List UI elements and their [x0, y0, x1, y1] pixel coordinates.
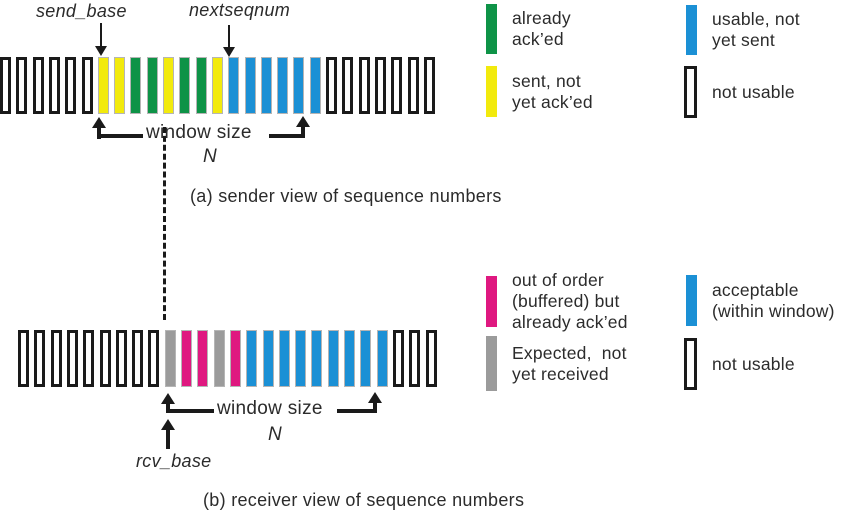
legend-label-not-usable-receiver: not usable: [712, 353, 795, 374]
seq-bar-not-usable: [83, 330, 95, 387]
legend-label-sent-not-acked: sent, not yet ack’ed: [512, 70, 593, 112]
receiver-window-size-label: window size: [217, 398, 323, 419]
receiver-window-n-label: N: [268, 424, 283, 445]
seq-bar-already-acked: [146, 57, 158, 114]
legend-swatch-usable-not-sent: [686, 5, 697, 55]
seq-bar-acceptable-within-window: [311, 330, 323, 387]
legend-label-expected: Expected, not yet received: [512, 342, 627, 384]
seq-bar-not-usable: [115, 330, 127, 387]
seq-bar-acceptable-within-window: [262, 330, 274, 387]
seq-bar-not-usable: [326, 57, 337, 114]
legend-label-not-usable-sender: not usable: [712, 81, 795, 102]
seq-bar-acceptable-within-window: [344, 330, 355, 387]
seq-bar-not-usable: [66, 330, 78, 387]
legend-label-out-of-order: out of order (buffered) but already ack’…: [512, 270, 628, 332]
seq-bar-usable-not-yet-sent: [293, 57, 305, 114]
seq-bar-sent-not-yet-acked: [211, 57, 223, 114]
seq-bar-expected-not-yet-received: [164, 330, 176, 387]
seq-bar-not-usable: [391, 57, 403, 114]
seq-bar-not-usable: [65, 57, 77, 114]
sender-window-size-label: window size: [146, 122, 252, 143]
seq-bar-usable-not-yet-sent: [277, 57, 289, 114]
rcv-window-left-line: [168, 409, 214, 413]
seq-bar-out-of-order-buffered: [229, 330, 241, 387]
seq-bar-acceptable-within-window: [327, 330, 339, 387]
legend-item-sent-not-acked: sent, not yet ack’ed: [486, 66, 593, 117]
seq-bar-not-usable: [407, 57, 419, 114]
legend-label-already-acked: already ack’ed: [512, 8, 571, 49]
window-right-line: [269, 134, 302, 138]
legend-item-already-acked: already ack’ed: [486, 4, 571, 54]
seq-bar-not-usable: [99, 330, 111, 387]
sender-window-n-label: N: [203, 146, 218, 167]
seq-bar-not-usable: [425, 330, 437, 387]
seq-bar-usable-not-yet-sent: [309, 57, 321, 114]
seq-bar-not-usable: [50, 330, 62, 387]
seq-bar-not-usable: [423, 57, 435, 114]
seq-bar-not-usable: [48, 57, 60, 114]
seq-bar-acceptable-within-window: [246, 330, 258, 387]
seq-bar-acceptable-within-window: [278, 330, 290, 387]
seq-bar-already-acked: [130, 57, 142, 114]
seq-bar-sent-not-yet-acked: [97, 57, 109, 114]
legend-item-acceptable: acceptable (within window): [686, 275, 835, 326]
legend-item-expected: Expected, not yet received: [486, 336, 627, 391]
seq-bar-not-usable: [358, 57, 370, 114]
rcv-base-label: rcv_base: [136, 451, 212, 471]
seq-bar-not-usable: [0, 57, 11, 114]
seq-bar-already-acked: [195, 57, 207, 114]
legend-swatch-out-of-order: [486, 276, 497, 327]
nextseqnum-label: nextseqnum: [189, 0, 291, 20]
legend-swatch-acceptable: [686, 275, 697, 326]
sender-caption: (a) sender view of sequence numbers: [190, 186, 502, 206]
seq-bar-acceptable-within-window: [376, 330, 388, 387]
seq-bar-expected-not-yet-received: [213, 330, 225, 387]
seq-bar-not-usable: [392, 330, 404, 387]
window-left-line: [99, 134, 143, 138]
seq-bar-not-usable: [32, 57, 44, 114]
seq-bar-acceptable-within-window: [360, 330, 372, 387]
seq-bar-out-of-order-buffered: [181, 330, 192, 387]
seq-bar-not-usable: [18, 330, 29, 387]
legend-label-acceptable: acceptable (within window): [712, 279, 835, 321]
seq-bar-acceptable-within-window: [295, 330, 307, 387]
seq-bar-usable-not-yet-sent: [228, 57, 240, 114]
seq-bar-not-usable: [148, 330, 160, 387]
seq-bar-not-usable: [409, 330, 421, 387]
seq-bar-already-acked: [179, 57, 191, 114]
seq-bar-usable-not-yet-sent: [260, 57, 272, 114]
seq-bar-out-of-order-buffered: [197, 330, 209, 387]
receiver-caption: (b) receiver view of sequence numbers: [203, 490, 525, 510]
seq-bar-not-usable: [132, 330, 144, 387]
base-alignment-dashed-line: [163, 127, 166, 320]
legend-item-not-usable-sender: not usable: [684, 66, 795, 118]
send-base-label: send_base: [36, 1, 127, 21]
seq-bar-sent-not-yet-acked: [114, 57, 126, 114]
seq-bar-not-usable: [374, 57, 386, 114]
legend-swatch-already-acked: [486, 4, 497, 54]
legend-swatch-not-usable-receiver: [684, 338, 697, 390]
legend-swatch-sent-not-acked: [486, 66, 497, 117]
legend-item-usable-not-sent: usable, not yet sent: [686, 5, 800, 55]
legend-swatch-not-usable-sender: [684, 66, 697, 118]
seq-bar-not-usable: [16, 57, 28, 114]
seq-bar-usable-not-yet-sent: [244, 57, 256, 114]
seq-bar-not-usable: [342, 57, 354, 114]
legend-swatch-expected: [486, 336, 497, 391]
legend-label-usable-not-sent: usable, not yet sent: [712, 9, 800, 50]
legend-item-not-usable-receiver: not usable: [684, 338, 795, 390]
seq-bar-not-usable: [81, 57, 93, 114]
seq-bar-sent-not-yet-acked: [163, 57, 174, 114]
legend-item-out-of-order: out of order (buffered) but already ack’…: [486, 270, 628, 333]
rcv-window-right-line: [337, 409, 375, 413]
seq-bar-not-usable: [34, 330, 46, 387]
